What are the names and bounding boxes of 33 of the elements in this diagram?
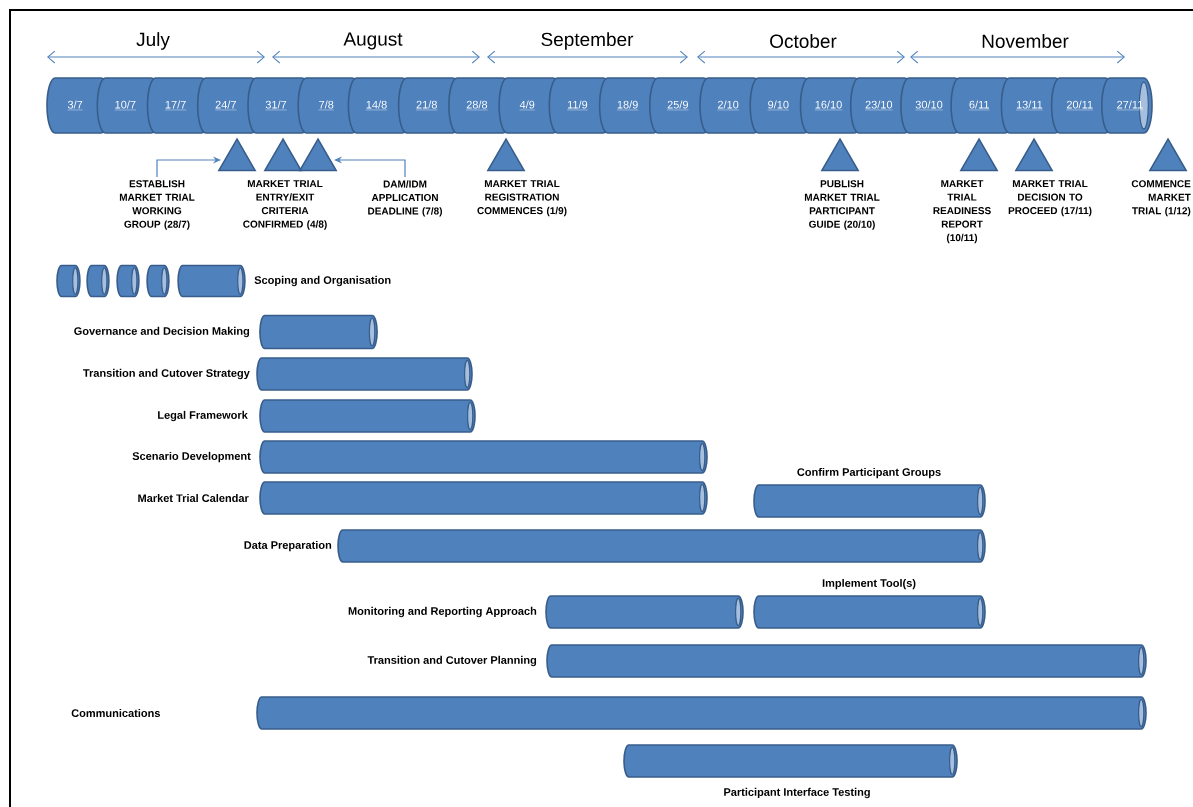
milestone-label: MARKET TRIAL ENTRY/EXIT CRITERIA CONFIRMED (4/8) [243,180,327,230]
row-label: Communications [71,708,160,718]
connector-arrow [156,156,221,178]
month-label: July [136,32,170,50]
task-bar [56,264,81,298]
task-label: Transition and Cutover Strategy [83,368,250,380]
task-label: Data Preparation [244,540,332,552]
month-label: November [982,34,1069,48]
week-segment: 27/11 [1101,77,1153,134]
task-bar [256,696,1147,730]
task-label: Participant Interface Testing [724,787,870,799]
month-label: August [343,32,403,50]
task-label: Confirm Participant Groups [797,467,941,479]
milestone-label: DAM/IDM APPLICATION DEADLINE (7/8) [368,180,442,217]
task-label: Scenario Development [132,451,251,463]
task-label: Scoping and Organisation [254,275,391,287]
task-bar [146,264,170,298]
task-label: Governance and Decision Making [74,326,250,338]
task-label: Monitoring and Reporting Approach [348,606,537,618]
task-label: Market Trial Calendar [138,493,249,503]
milestone-label: MARKET TRIAL DECISION TO PROCEED (17/11) [1008,180,1092,217]
month-label: October [770,34,837,48]
milestone-label: COMMENCE MARKET TRIAL (1/12) [1131,180,1191,217]
task-label: Implement Tool(s) [822,578,916,590]
month-label: September [541,32,634,50]
task-bar [86,264,110,298]
task-bar [116,264,140,298]
task-label: Transition and Cutover Planning [367,655,537,667]
milestone-label: MARKET TRIAL READINESS REPORT (10/11) [933,180,991,244]
milestone-label: ESTABLISH MARKET TRIAL WORKING GROUP (28/7) [119,180,195,230]
milestone-label: MARKET TRIAL REGISTRATION COMMENCES (1/9) [477,180,567,217]
task-label: Legal Framework [158,410,248,422]
milestone-label: PUBLISH MARKET TRIAL PARTICIPANT GUIDE (20/10) [804,180,880,230]
